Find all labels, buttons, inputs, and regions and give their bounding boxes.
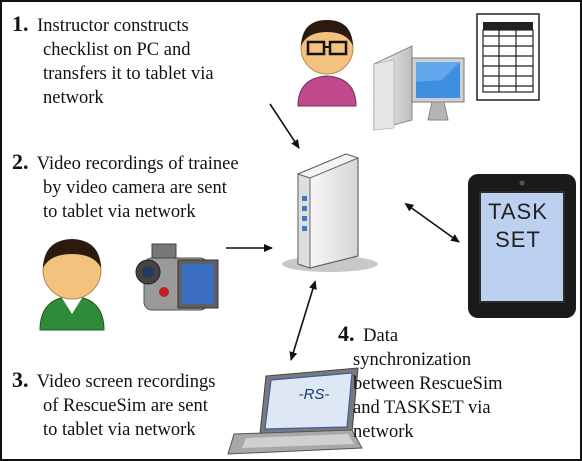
arrow-server-tablet bbox=[404, 202, 460, 243]
step-1-number: 1. bbox=[12, 11, 29, 36]
step-4-line-4: and TASKSET via bbox=[353, 398, 491, 418]
step-3-text: 3. Video screen recordings of RescueSim … bbox=[12, 368, 215, 442]
step-3-line-2: of RescueSim are sent bbox=[43, 396, 208, 416]
step-4-line-5: network bbox=[353, 422, 414, 442]
step-2-number: 2. bbox=[12, 149, 29, 174]
step-2-line-1: Video recordings of trainee bbox=[36, 154, 239, 174]
step-3-line-3: to tablet via network bbox=[43, 420, 196, 440]
step-3-line-1: Video screen recordings bbox=[36, 372, 216, 392]
arrow-pc-to-server bbox=[269, 103, 300, 149]
step-1-text: 1. Instructor constructs checklist on PC… bbox=[12, 12, 214, 110]
step-3-number: 3. bbox=[12, 367, 29, 392]
step-4-line-3: between RescueSim bbox=[353, 374, 503, 394]
step-2-text: 2. Video recordings of trainee by video … bbox=[12, 150, 239, 224]
step-1-line-3: transfers it to tablet via bbox=[43, 64, 214, 84]
tablet-icon bbox=[468, 174, 576, 318]
server-icon bbox=[282, 153, 378, 272]
arrow-server-laptop bbox=[289, 280, 317, 361]
step-4-line-1: Data bbox=[363, 326, 399, 346]
checklist-icon bbox=[476, 13, 540, 101]
step-2-line-3: to tablet via network bbox=[43, 202, 196, 222]
tablet-screen-label: TASK SET bbox=[478, 198, 558, 254]
step-4-number: 4. bbox=[338, 321, 355, 346]
step-2-line-2: by video camera are sent bbox=[43, 178, 227, 198]
instructor-person-icon bbox=[297, 20, 357, 107]
video-camera-icon bbox=[135, 243, 219, 311]
laptop-icon bbox=[227, 367, 363, 455]
step-1-line-2: checklist on PC and bbox=[43, 40, 191, 60]
tablet-label-line-1: TASK bbox=[488, 199, 548, 224]
step-1-line-4: network bbox=[43, 88, 104, 108]
desktop-pc-icon bbox=[373, 45, 465, 131]
laptop-screen-label: -RS- bbox=[298, 386, 330, 403]
connector-arrows bbox=[226, 103, 460, 361]
step-4-text: 4. Data synchronization between RescueSi… bbox=[338, 322, 503, 444]
trainee-person-icon bbox=[39, 239, 105, 331]
step-1-line-1: Instructor constructs bbox=[37, 16, 189, 36]
tablet-label-line-2: SET bbox=[495, 227, 541, 252]
step-4-line-2: synchronization bbox=[353, 350, 472, 370]
